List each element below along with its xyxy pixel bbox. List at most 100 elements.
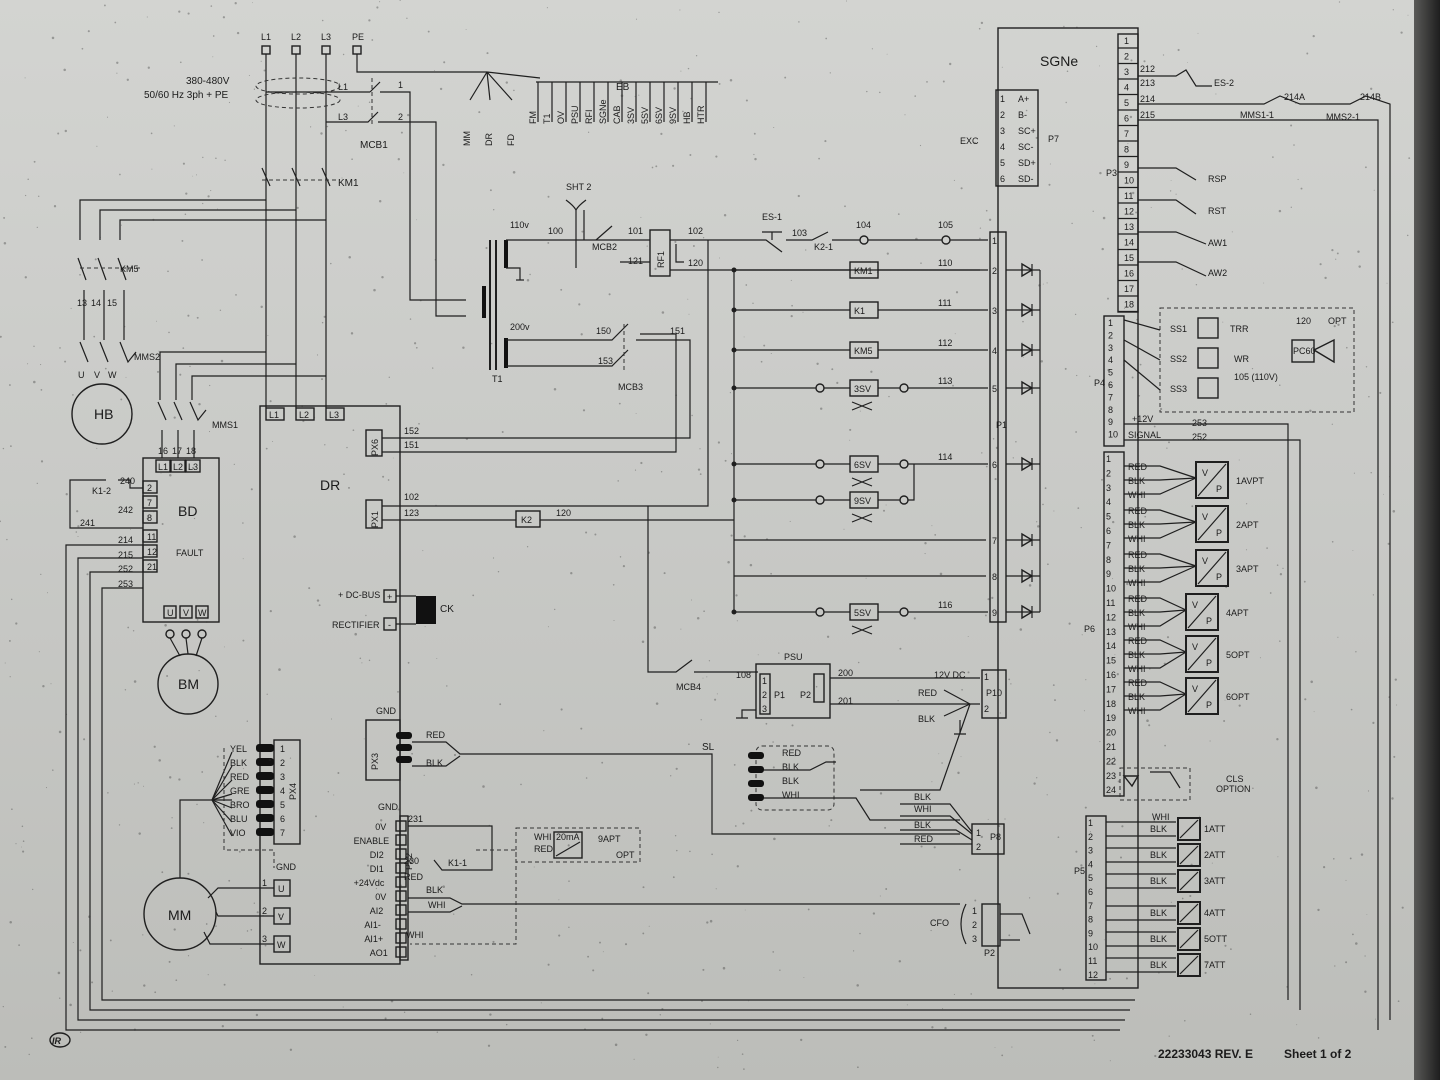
mms2-label: MMS2	[134, 352, 160, 362]
wire-214b: 214B	[1360, 92, 1381, 102]
p6-pin-23: 23	[1106, 771, 1116, 781]
p4-pin-1: 1	[1108, 318, 1113, 328]
psu-12v: 12V DC	[934, 670, 966, 680]
p4-options: SS1 SS2 SS3 TRR WR 105 (110V) OPT 120 PC…	[1123, 307, 1355, 1010]
p4-wire-120: 120	[1296, 316, 1311, 326]
p6-wire-5-0: RED	[1128, 678, 1148, 688]
bd-term-8: 8	[147, 513, 152, 523]
px4-pin-2: 2	[280, 758, 285, 768]
p3-pin-8: 8	[1124, 145, 1129, 155]
dr-gnd-3: GND	[276, 862, 297, 872]
wire-152: 152	[404, 426, 419, 436]
wire-102: 102	[688, 226, 703, 236]
coil-km5: KM5	[854, 346, 873, 356]
p6-p-0: P	[1216, 484, 1222, 494]
control-transformer: 110v 200v T1	[482, 220, 620, 384]
p8-pin-1: 1	[976, 828, 981, 838]
px4-wire-gre: GRE	[230, 786, 250, 796]
p6-pin-6: 6	[1106, 526, 1111, 536]
wire-108: 108	[736, 670, 751, 680]
p6-wire-5-1: BLK	[1128, 692, 1145, 702]
dc-minus: -	[388, 620, 391, 630]
ir-logo: IR	[52, 1036, 62, 1046]
hb-u: U	[78, 370, 85, 380]
px4-pin-5: 5	[280, 800, 285, 810]
t1-200v: 200v	[510, 322, 530, 332]
eb-label-3sv: 3SV	[626, 107, 636, 124]
hb-v: V	[94, 370, 100, 380]
p5-sensor-2att: 2ATT	[1204, 850, 1226, 860]
wire-110: 110	[938, 258, 952, 268]
wire-114: 114	[938, 452, 952, 462]
mcb1-term-2: 2	[398, 112, 403, 122]
exc-pin-1: 1	[1000, 94, 1005, 104]
p5-sensor-4att: 4ATT	[1204, 908, 1226, 918]
bd-term-11: 11	[147, 532, 156, 542]
sl-blk-1: BLK	[782, 762, 799, 772]
p2-pin-3: 3	[972, 934, 977, 944]
opt-105-label: 105 (110V)	[1234, 372, 1278, 382]
p6-sensor-1avpt: 1AVPT	[1236, 476, 1264, 486]
p6-pin-3: 3	[1106, 483, 1111, 493]
mm-label: MM	[168, 907, 191, 923]
wire-230: 230	[404, 856, 419, 866]
p6-pin-20: 20	[1106, 728, 1116, 738]
bd-line-16: 16	[158, 446, 168, 456]
p3-pin-12: 12	[1124, 207, 1134, 217]
hb-w: W	[108, 370, 117, 380]
mcb1-l1: L1	[338, 82, 348, 92]
ss2-label: SS2	[1170, 354, 1187, 364]
p1-pin-2: 2	[992, 266, 997, 276]
px4-pin-4: 4	[280, 786, 285, 796]
bd-term-2: 2	[147, 483, 152, 493]
p3-label: P3	[1106, 168, 1117, 178]
p1-pin-7: 7	[992, 536, 997, 546]
cfo-p2: CFO 1 2 3 P2	[930, 903, 1031, 958]
px4-wire-bro: BRO	[230, 800, 250, 810]
eb-label-5sv: 5SV	[640, 107, 650, 124]
panel-frame	[1414, 0, 1440, 1080]
p4-pin-5: 5	[1108, 368, 1113, 378]
p6-pin-8: 8	[1106, 555, 1111, 565]
wire-151: 151	[404, 440, 419, 450]
mm-v: V	[278, 912, 284, 922]
p6-wire-1-0: RED	[1128, 506, 1148, 516]
km5-term-13: 13	[77, 298, 87, 308]
wire-100: 100	[548, 226, 563, 236]
wr-label: WR	[1234, 354, 1249, 364]
p6-pin-13: 13	[1106, 627, 1116, 637]
mm-num-1: 1	[262, 878, 267, 888]
p6-wire-0-0: RED	[1128, 462, 1148, 472]
wire-231: 231	[408, 814, 423, 824]
es2-label: ES-2	[1214, 78, 1234, 88]
p3-external: 212 213 214 215 ES-2 214A 214B MMS1-1 MM…	[1138, 64, 1391, 1030]
px4-label: PX4	[288, 783, 298, 800]
dr-l1: L1	[269, 410, 279, 420]
mcb2-circuit: SHT 2 100 MCB2 101 RF1 121 102 120	[548, 182, 980, 277]
p6-pin-21: 21	[1106, 742, 1116, 752]
l3-label: L3	[321, 32, 331, 42]
px4-wire-red: RED	[230, 772, 250, 782]
ck-label: CK	[440, 604, 454, 615]
coil-9sv: 9SV	[854, 496, 871, 506]
p4-wire-252: 252	[1192, 432, 1207, 442]
p5-pin-11: 11	[1088, 956, 1097, 966]
ss1-label: SS1	[1170, 324, 1187, 334]
cfo-label: CFO	[930, 918, 949, 928]
opt9-opt: OPT	[616, 850, 635, 860]
p5-sensor-5ott: 5OTT	[1204, 934, 1228, 944]
p5-pin-2: 2	[1088, 832, 1093, 842]
p6-wire-4-1: BLK	[1128, 650, 1145, 660]
px1-label: PX1	[370, 511, 380, 528]
p3-pin-9: 9	[1124, 160, 1129, 170]
p3-pin-6: 6	[1124, 114, 1129, 124]
wire-123: 123	[404, 508, 419, 518]
wire-103: 103	[792, 228, 807, 238]
p6-wire-2-1: BLK	[1128, 564, 1145, 574]
p6-pin-15: 15	[1106, 656, 1116, 666]
p1-pin-9: 9	[992, 608, 997, 618]
wire-215-p3: 215	[1140, 110, 1155, 120]
mcb4-label: MCB4	[676, 682, 701, 692]
